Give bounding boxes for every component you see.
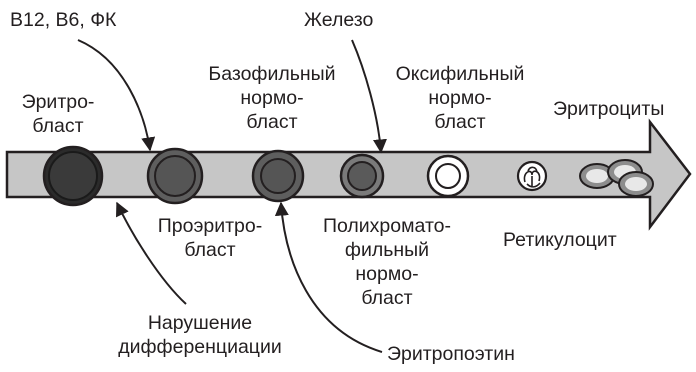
cell-polychromatophilic-normoblast [339,153,385,199]
cell-reticulocyte [516,160,548,192]
label-erythroblast: Эритро- бласт [21,91,95,137]
cell-erythroblast [42,145,104,207]
arrow-b12 [77,39,156,152]
arrow-differentiation [116,201,187,305]
label-differentiation-disorder: Нарушение дифференциации [118,312,282,358]
label-proerythroblast: Проэритро- бласт [157,215,263,261]
arrow-erythropoietin [274,201,383,353]
label-b12-b6-folic-acid: В12, В6, ФК [10,9,117,31]
label-iron: Железо [304,9,374,31]
label-basophilic-normoblast: Базофильный нормо- бласт [208,63,336,133]
cell-oxyphilic-normoblast [426,154,470,198]
label-erythropoietin: Эритропоэтин [387,343,515,365]
label-polychromatophilic-normoblast: Полихромато- фильный нормо- бласт [322,215,452,309]
cell-erythrocytes [579,159,654,197]
label-oxyphilic-normoblast: Оксифильный нормо- бласт [395,63,525,133]
cell-basophilic-normoblast [251,149,305,203]
cell-proerythroblast [146,147,204,205]
arrow-iron [351,39,387,154]
label-erythrocytes: Эритроциты [553,98,665,120]
label-reticulocyte: Ретикулоцит [503,229,617,251]
